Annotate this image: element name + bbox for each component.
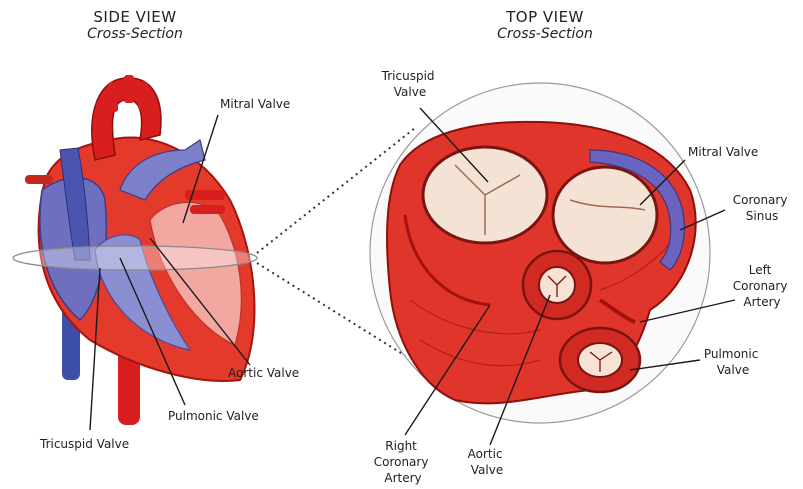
mitral-valve xyxy=(553,167,657,263)
label-side-aortic: Aortic Valve xyxy=(228,366,299,380)
label-top-coronary-sinus: Coronary Sinus xyxy=(733,193,792,223)
top-view-section xyxy=(370,83,710,423)
cross-section-plane xyxy=(13,246,257,270)
label-side-pulmonic: Pulmonic Valve xyxy=(168,409,259,423)
label-side-tricuspid: Tricuspid Valve xyxy=(39,437,129,451)
aortic-branch-2 xyxy=(124,75,134,103)
right-pulmonary-branch xyxy=(25,175,53,184)
pulmonary-vein-2 xyxy=(190,205,225,214)
side-view-heart xyxy=(13,75,257,425)
label-top-pulmonic: Pulmonic Valve xyxy=(704,347,762,377)
aortic-branch-3 xyxy=(138,82,148,110)
label-top-aortic: Aortic Valve xyxy=(468,447,507,477)
tricuspid-valve xyxy=(423,147,547,243)
label-top-tricuspid: Tricuspid Valve xyxy=(381,69,439,99)
label-side-mitral: Mitral Valve xyxy=(220,97,290,111)
aortic-valve xyxy=(523,251,591,319)
label-top-mitral: Mitral Valve xyxy=(688,145,758,159)
label-top-left-coronary: Left Coronary Artery xyxy=(733,263,792,309)
pulmonic-valve xyxy=(560,328,640,392)
label-top-right-coronary: Right Coronary Artery xyxy=(374,439,433,485)
aortic-branch-1 xyxy=(108,82,118,112)
